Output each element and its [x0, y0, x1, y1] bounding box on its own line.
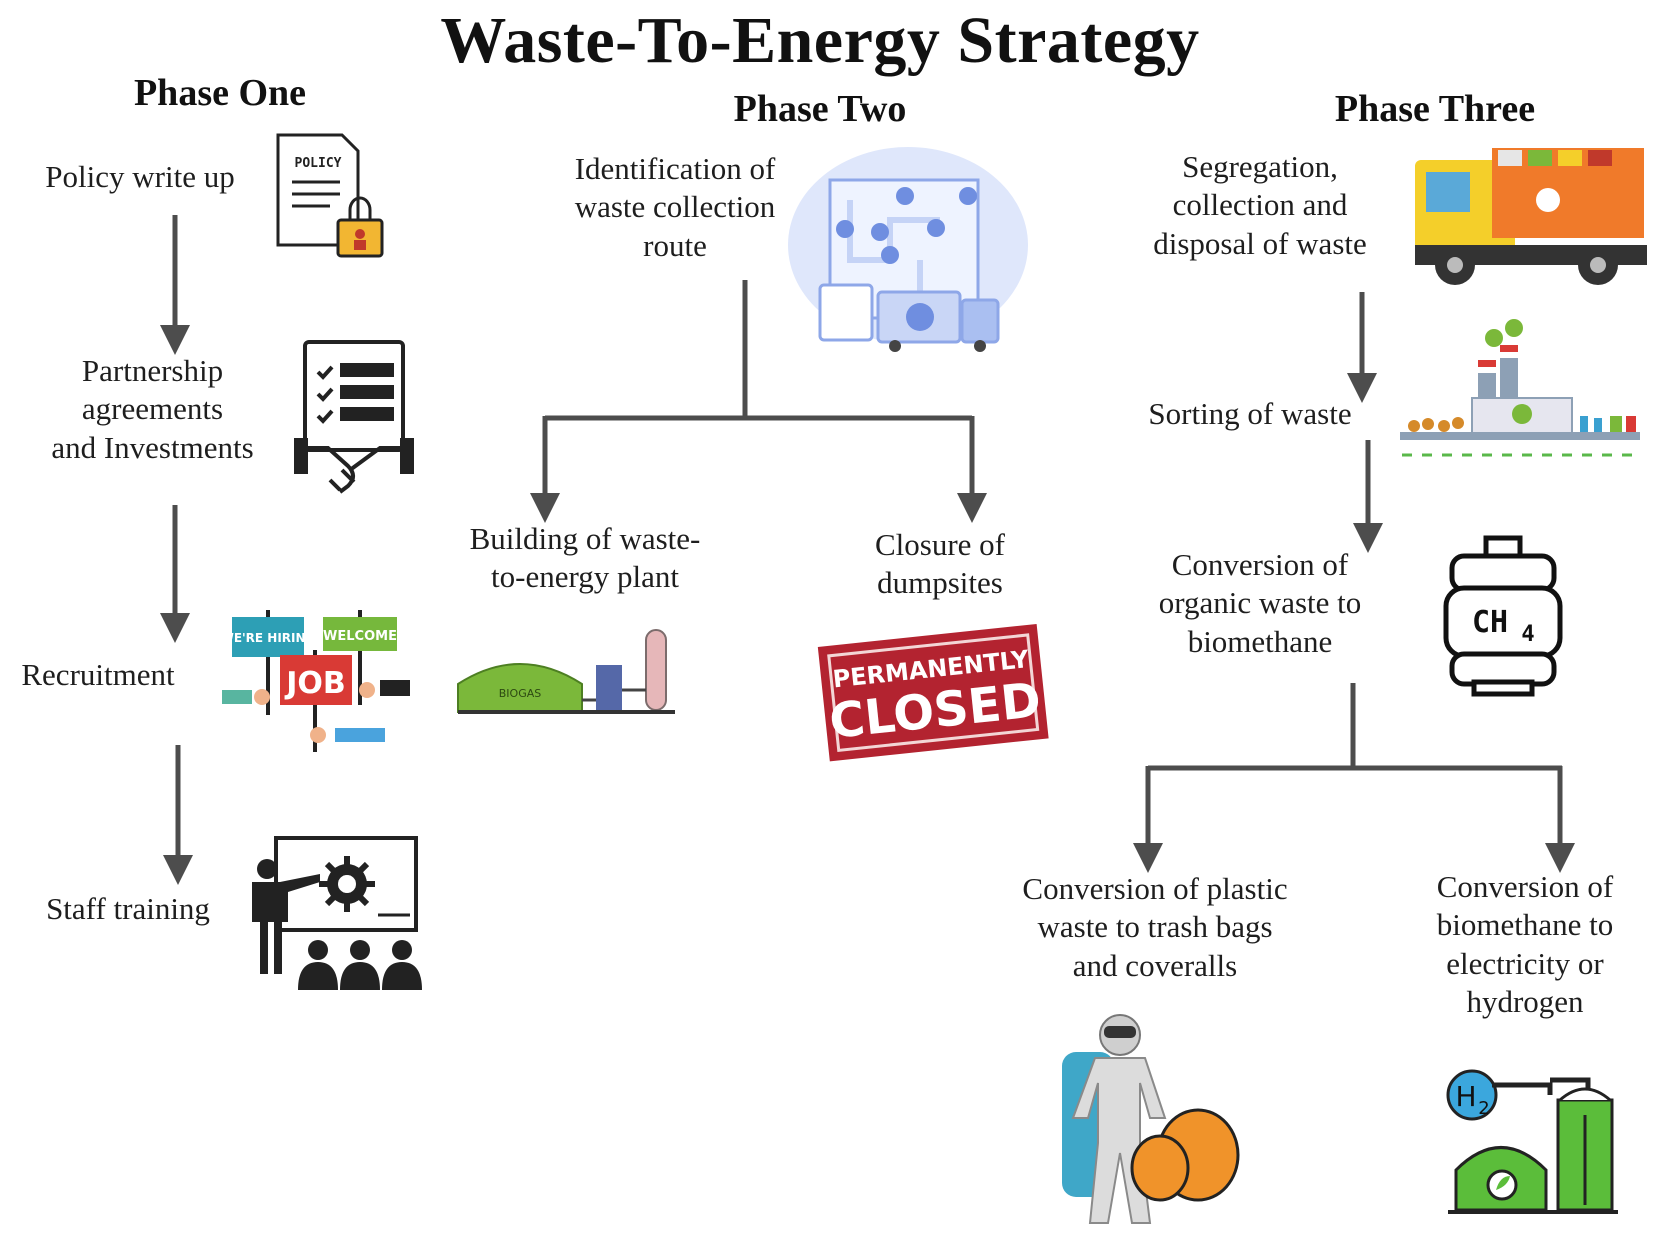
step-segregation: Segregation, collection and disposal of …	[1153, 149, 1367, 261]
policy-doc-text: POLICY	[295, 156, 342, 171]
collection-route-map-icon	[788, 147, 1028, 352]
welcome-sign-text: WELCOME	[323, 629, 397, 644]
staff-training-icon	[252, 836, 422, 990]
biogas-tank-text: BIOGAS	[499, 687, 541, 700]
methane-cylinder-icon: CH 4	[1443, 535, 1563, 697]
garbage-truck-icon	[1415, 148, 1647, 285]
permanently-closed-stamp-icon: PERMANENTLY CLOSED	[817, 623, 1049, 762]
hydrogen-formula-text: H	[1455, 1080, 1476, 1113]
diagram-title: Waste-To-Energy Strategy	[440, 4, 1200, 77]
biogas-plant-icon: BIOGAS	[457, 629, 675, 714]
step-partnership-agreements: Partnership agreements and Investments	[51, 353, 254, 465]
step-recruitment: Recruitment	[21, 657, 175, 692]
methane-subscript-text: 4	[1521, 622, 1534, 647]
step-conversion-biomethane: Conversion of organic waste to biomethan…	[1158, 547, 1362, 659]
step-closure-dumpsites: Closure of dumpsites	[874, 527, 1005, 601]
checklist-handshake-icon	[294, 340, 414, 494]
step-staff-training: Staff training	[46, 891, 210, 926]
hiring-sign-text: WE'RE HIRING	[221, 631, 316, 645]
step-plastic-conversion: Conversion of plastic waste to trash bag…	[1022, 871, 1288, 983]
phase-one-header: Phase One	[133, 72, 307, 114]
phase-three-header: Phase Three	[1334, 88, 1536, 130]
step-policy-write-up: Policy write up	[45, 159, 235, 194]
step-biomethane-conversion: Conversion of biomethane to electricity …	[1436, 869, 1614, 1020]
phase-two-header: Phase Two	[733, 88, 907, 130]
hazmat-worker-icon	[1062, 1014, 1240, 1224]
step-building-plant: Building of waste- to-energy plant	[469, 521, 701, 595]
policy-document-icon: POLICY	[276, 133, 384, 258]
recruitment-signs-icon: WE'RE HIRING WELCOME JOB	[221, 610, 410, 752]
sorting-facility-icon	[1400, 319, 1640, 457]
methane-formula-text: CH	[1472, 605, 1508, 640]
step-sorting: Sorting of waste	[1148, 396, 1352, 431]
hydrogen-plant-icon: H 2	[1446, 1069, 1618, 1214]
job-sign-text: JOB	[284, 666, 346, 701]
step-identification-route: Identification of waste collection route	[574, 151, 776, 263]
hydrogen-subscript-text: 2	[1478, 1098, 1489, 1119]
